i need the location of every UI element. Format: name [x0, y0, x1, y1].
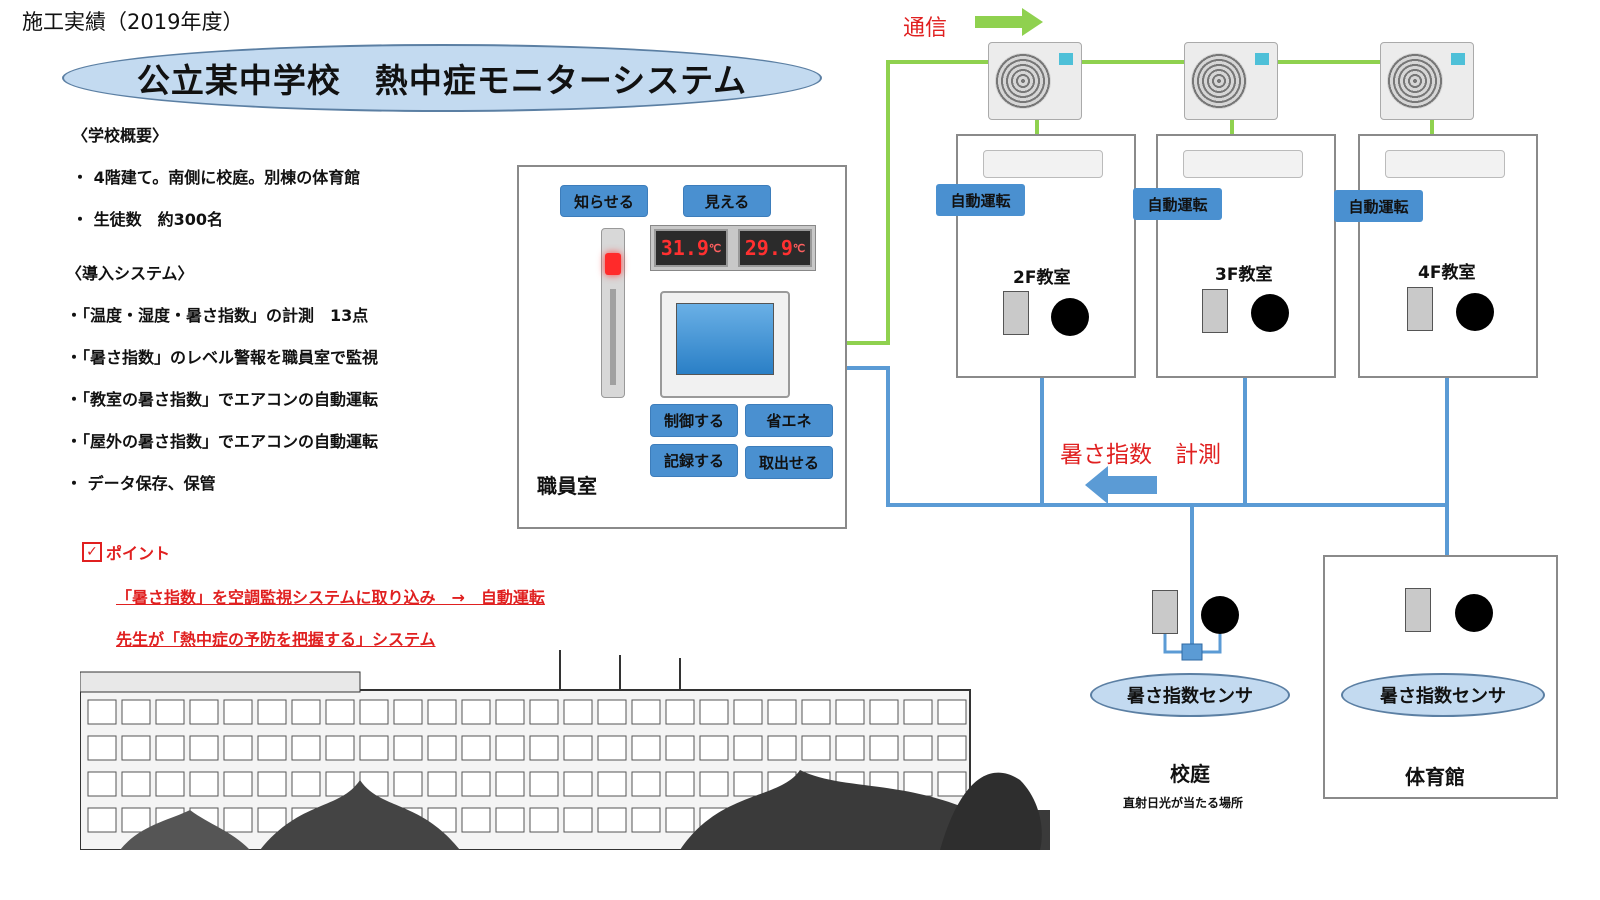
communication-arrow [975, 8, 1043, 36]
temperature-value: 31.9 [660, 236, 709, 260]
indoor-ac-unit [1385, 150, 1505, 178]
caption: 施工実績（2019年度） [22, 10, 244, 34]
touch-panel-monitor [660, 291, 790, 398]
black-globe-sensor-icon [1456, 293, 1494, 331]
classroom-label: 2F教室 [1013, 268, 1071, 288]
system-item: ・「教室の暑さ指数」でエアコンの自動運転 [66, 390, 379, 409]
system-item: ・「温度・湿度・暑さ指数」の計測 13点 [66, 306, 369, 325]
black-globe-sensor-icon [1455, 594, 1493, 632]
indoor-ac-unit [983, 150, 1103, 178]
classroom-label: 3F教室 [1215, 265, 1273, 285]
classroom-label: 4F教室 [1418, 263, 1476, 283]
point-line-1: 「暑さ指数」を空調監視システムに取り込み → 自動運転 [116, 588, 545, 607]
wbgt-sensor-label: 暑さ指数センサ [1341, 673, 1545, 717]
auto-operation-badge: 自動運転 [1133, 188, 1222, 220]
staff-room-label: 職員室 [537, 474, 597, 498]
save-energy-button[interactable]: 省エネ [745, 404, 833, 437]
outdoor-ac-unit [1380, 42, 1474, 120]
signal-tower-icon [601, 228, 625, 398]
control-button[interactable]: 制御する [650, 404, 738, 437]
location-note: 直射日光が当たる場所 [1123, 796, 1244, 810]
school-building-illustration [80, 650, 1050, 850]
outdoor-ac-unit [1184, 42, 1278, 120]
system-item: ・「屋外の暑さ指数」でエアコンの自動運転 [66, 432, 379, 451]
point-line-2: 先生が「熱中症の予防を把握する」システム [116, 630, 436, 649]
wbgt-sensor-label: 暑さ指数センサ [1090, 673, 1290, 717]
location-label: 体育館 [1405, 765, 1465, 789]
temperature-sensor-icon [1407, 287, 1433, 331]
system-heading: 〈導入システム〉 [66, 264, 194, 283]
temperature-unit: ℃ [792, 241, 806, 255]
communication-label: 通信 [903, 16, 948, 41]
location-label: 校庭 [1170, 762, 1210, 786]
indoor-ac-unit [1183, 150, 1303, 178]
auto-operation-badge: 自動運転 [1334, 190, 1423, 222]
overview-item: ・ 4階建て。南側に校庭。別棟の体育館 [72, 168, 361, 187]
overview-item: ・ 生徒数 約300名 [72, 210, 223, 229]
record-button[interactable]: 記録する [650, 444, 738, 477]
auto-operation-badge: 自動運転 [936, 184, 1025, 216]
checkbox-icon: ✓ [82, 542, 102, 562]
temperature-sensor-icon [1405, 588, 1431, 632]
measurement-arrow [1085, 466, 1157, 504]
point-heading: ✓ ポイント [82, 540, 170, 564]
monitor-screen [676, 303, 774, 375]
point-label: ポイント [106, 544, 171, 563]
retrieve-button[interactable]: 取出せる [745, 446, 833, 479]
temperature-unit: ℃ [708, 241, 722, 255]
temperature-display: 31.9℃ [654, 229, 728, 267]
system-item: ・ データ保存、保管 [66, 474, 216, 493]
temperature-sensor-icon [1152, 590, 1178, 634]
temperature-display-panel: 31.9℃ 29.9℃ [650, 225, 816, 271]
overview-heading: 〈学校概要〉 [72, 126, 169, 145]
temperature-sensor-icon [1202, 289, 1228, 333]
notify-button[interactable]: 知らせる [560, 185, 648, 217]
black-globe-sensor-icon [1201, 596, 1239, 634]
temperature-sensor-icon [1003, 291, 1029, 335]
view-button[interactable]: 見える [683, 185, 771, 217]
title-banner: 公立某中学校 熱中症モニターシステム [62, 44, 822, 112]
temperature-value: 29.9 [744, 236, 793, 260]
temperature-display: 29.9℃ [738, 229, 812, 267]
measurement-label: 暑さ指数 計測 [1060, 442, 1221, 468]
black-globe-sensor-icon [1051, 298, 1089, 336]
outdoor-ac-unit [988, 42, 1082, 120]
black-globe-sensor-icon [1251, 294, 1289, 332]
page-title: 公立某中学校 熱中症モニターシステム [136, 61, 748, 100]
system-item: ・「暑さ指数」のレベル警報を職員室で監視 [66, 348, 379, 367]
